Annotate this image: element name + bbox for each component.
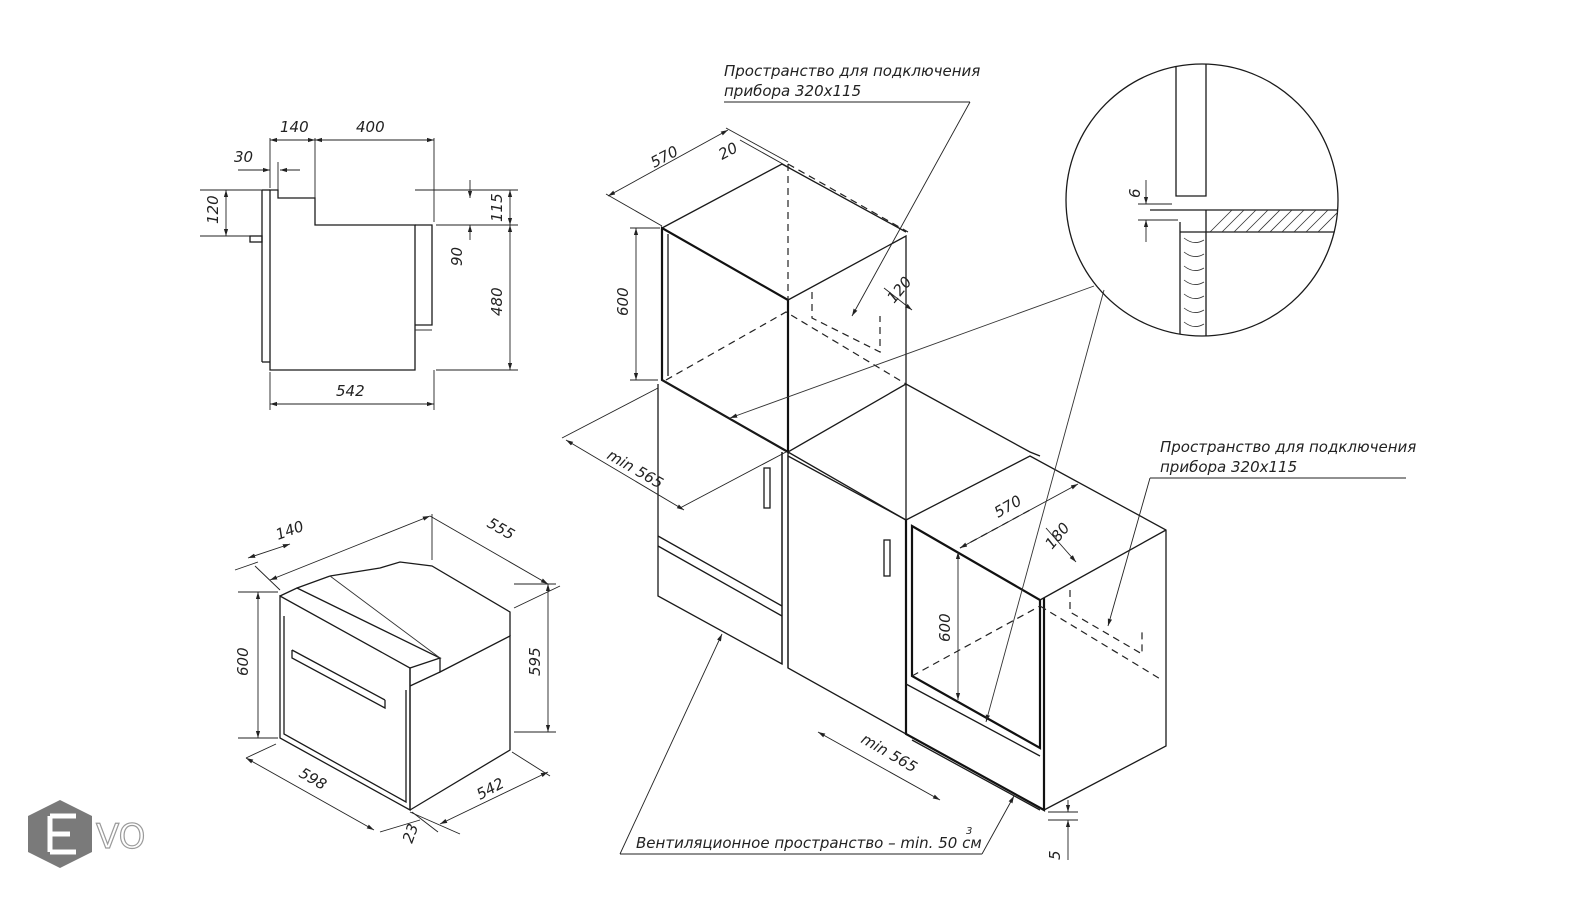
- ventilation-superscript: 3: [966, 826, 972, 837]
- undercounter-dim-180: 180: [1041, 519, 1073, 553]
- detail-circle: 6: [1065, 63, 1339, 337]
- column-dim-600: 600: [614, 287, 632, 316]
- undercounter-note-line2: прибора 320x115: [1160, 458, 1297, 476]
- side-dim-30: 30: [234, 148, 253, 166]
- oven-dim-600: 600: [234, 647, 252, 676]
- oven-dim-595: 595: [526, 647, 544, 676]
- undercounter-cabinet: Пространство для подключения прибора 320…: [787, 289, 1416, 860]
- side-dim-542: 542: [336, 382, 365, 400]
- side-dim-400: 400: [356, 118, 385, 136]
- oven-isometric: 140 555 600 595 598 542 23: [234, 514, 561, 845]
- oven-dim-23: 23: [399, 821, 422, 845]
- column-note-line2: прибора 320x115: [724, 82, 861, 100]
- undercounter-note-line1: Пространство для подключения: [1160, 438, 1416, 456]
- ventilation-label: Вентиляционное пространство – min. 50 см: [636, 834, 982, 852]
- side-dim-90: 90: [448, 247, 466, 266]
- logo-text: VO: [96, 817, 145, 857]
- side-view: 140 400 30 120 90 115 480 542: [200, 118, 518, 410]
- evo-logo: VO: [28, 800, 146, 868]
- column-note-line1: Пространство для подключения: [724, 62, 980, 80]
- column-dim-20: 20: [715, 139, 740, 164]
- undercounter-dim-5: 5: [1046, 850, 1064, 860]
- oven-dim-555: 555: [484, 514, 518, 544]
- side-dim-140: 140: [280, 118, 309, 136]
- column-dim-570: 570: [647, 142, 681, 171]
- oven-dim-542: 542: [473, 774, 507, 803]
- side-dim-120: 120: [204, 195, 222, 224]
- side-dim-480: 480: [488, 287, 506, 316]
- column-cabinet: Пространство для подключения прибора 320…: [561, 62, 1095, 668]
- ventilation-note: Вентиляционное пространство – min. 50 см…: [619, 633, 1015, 855]
- undercounter-dim-570: 570: [991, 492, 1025, 522]
- detail-dim-6: 6: [1126, 188, 1144, 198]
- side-dim-115: 115: [488, 193, 506, 222]
- undercounter-dim-600: 600: [936, 613, 954, 642]
- oven-dim-140: 140: [273, 517, 306, 544]
- column-dim-120: 120: [883, 273, 915, 307]
- column-dim-min565: min 565: [604, 446, 666, 492]
